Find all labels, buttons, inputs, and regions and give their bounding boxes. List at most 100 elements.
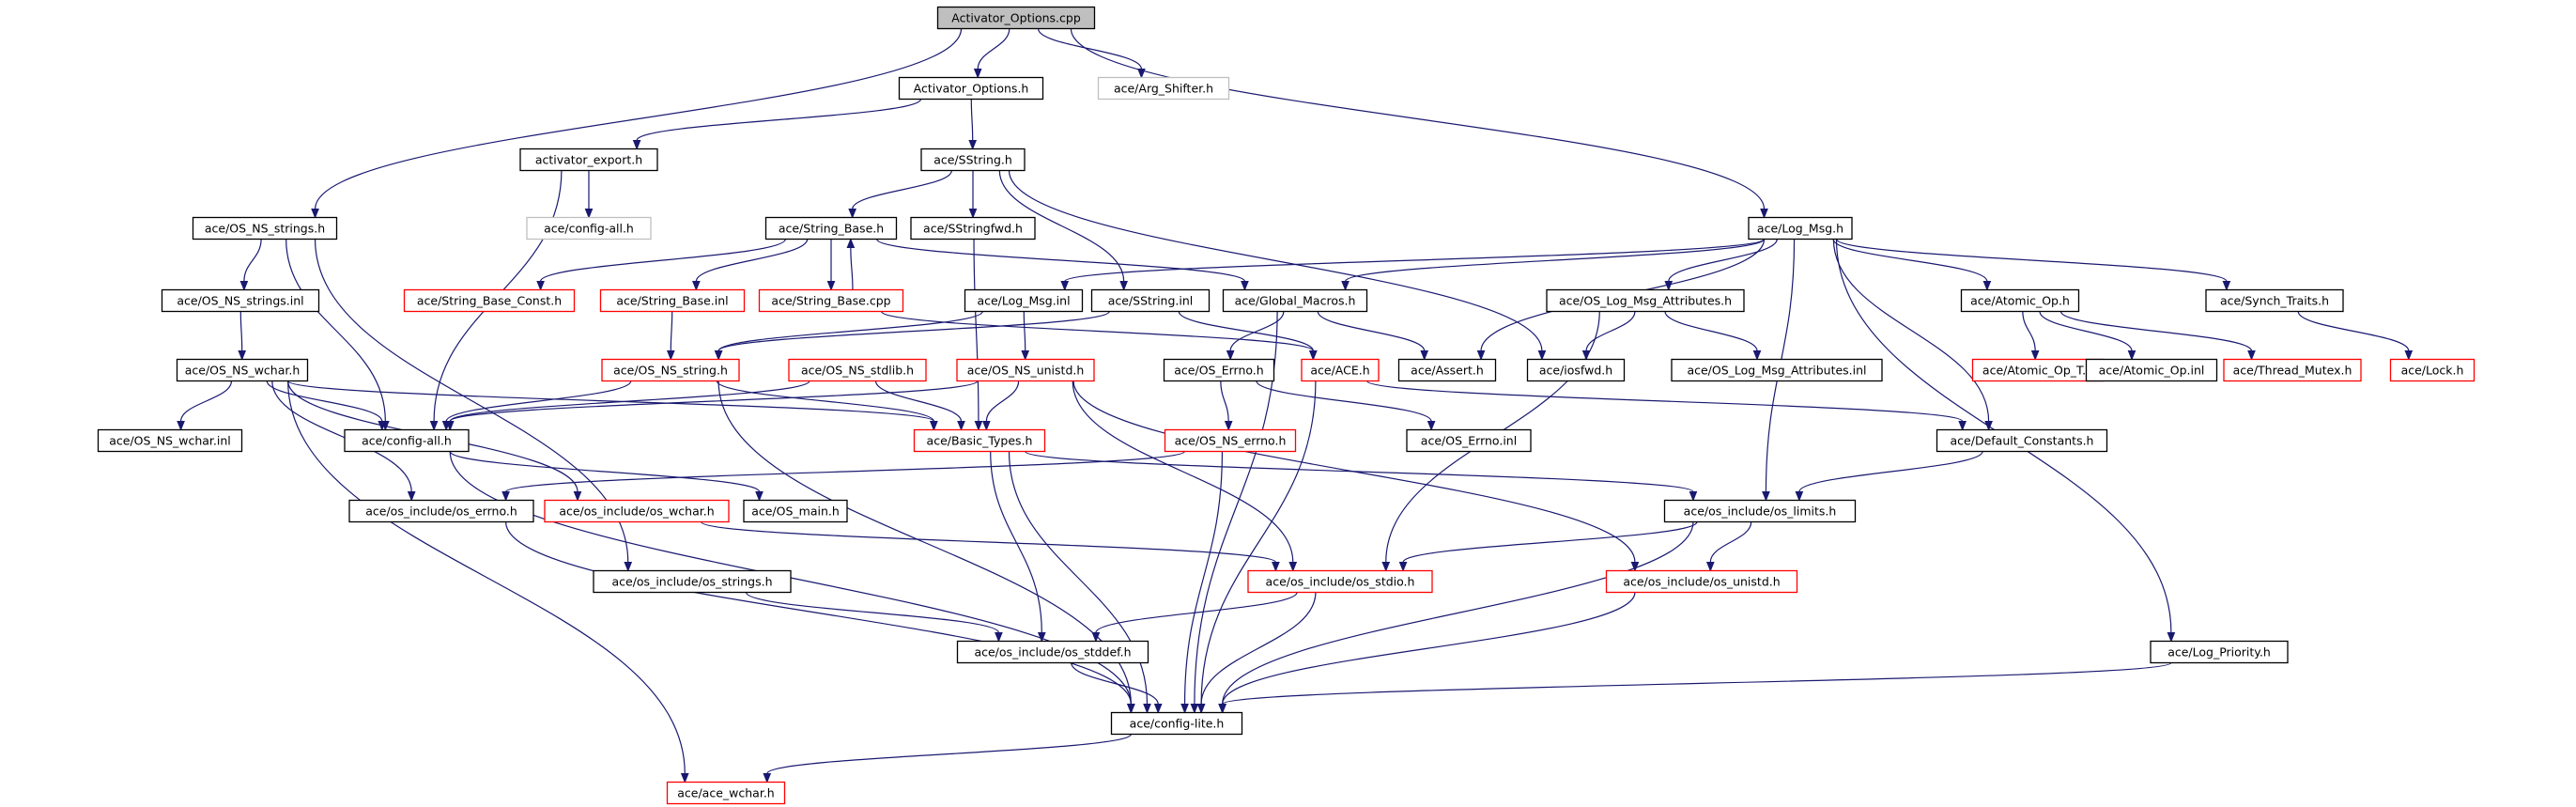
edge-basic_types-to-config_lite — [1008, 451, 1151, 714]
edge-log_msg_h-to-atomic_op_h — [1832, 239, 1992, 291]
node-ace-os-include-os-errno-h[interactable]: ace/os_include/os_errno.h — [348, 499, 534, 523]
arrowhead — [957, 421, 965, 431]
node-ace-os-include-os-limits-h[interactable]: ace/os_include/os_limits.h — [1663, 499, 1857, 523]
node-label: ace/config-all.h — [362, 434, 452, 448]
node-label: ace/os_include/os_wchar.h — [559, 504, 714, 519]
node-ace-log-msg-inl[interactable]: ace/Log_Msg.inl — [964, 288, 1084, 313]
node-activator-options-cpp[interactable]: Activator_Options.cpp — [936, 6, 1096, 30]
node-ace-os-ns-strings-inl[interactable]: ace/OS_NS_strings.inl — [161, 288, 320, 313]
node-ace-ace-h[interactable]: ace/ACE.h — [1301, 358, 1380, 382]
node-ace-os-ns-stdlib-h[interactable]: ace/OS_NS_stdlib.h — [788, 358, 927, 382]
node-ace-os-log-msg-attributes-inl[interactable]: ace/OS_Log_Msg_Attributes.inl — [1671, 358, 1883, 382]
node-ace-os-main-h[interactable]: ace/OS_main.h — [743, 499, 848, 523]
edge-activator_options_h-to-activator_export — [632, 98, 922, 150]
node-label: ace/Log_Msg.h — [1757, 222, 1843, 236]
arrowhead — [1630, 562, 1640, 572]
arrowhead — [755, 491, 764, 502]
arrowhead — [1420, 350, 1429, 361]
node-ace-atomic-op-h[interactable]: ace/Atomic_Op.h — [1960, 288, 2080, 313]
edge-os_ns_unistd-to-os_include_stdio — [1072, 380, 1298, 572]
edge-line — [314, 28, 963, 210]
node-ace-os-errno-h[interactable]: ace/OS_Errno.h — [1163, 358, 1275, 382]
edge-global_macros-to-os_errno_h — [1226, 311, 1285, 361]
node-ace-os-log-msg-attributes-h[interactable]: ace/OS_Log_Msg_Attributes.h — [1546, 288, 1745, 313]
node-ace-os-include-os-stddef-h[interactable]: ace/os_include/os_stddef.h — [956, 640, 1149, 664]
node-label: ace/OS_NS_string.h — [613, 364, 728, 378]
node-box — [1222, 288, 1368, 313]
edge-ace_h-to-default_constants — [1366, 380, 1967, 431]
arrowhead — [1060, 281, 1070, 291]
node-ace-os-include-os-stdio-h[interactable]: ace/os_include/os_stdio.h — [1247, 569, 1433, 594]
edge-activator_export-to-config_all_grey — [584, 170, 594, 219]
node-ace-os-include-os-unistd-h[interactable]: ace/os_include/os_unistd.h — [1605, 569, 1798, 594]
node-box — [1397, 358, 1497, 382]
node-ace-assert-h[interactable]: ace/Assert.h — [1397, 358, 1497, 382]
arrowhead — [1664, 281, 1674, 291]
arrowhead — [1241, 281, 1249, 291]
node-ace-config-all-h[interactable]: ace/config-all.h — [344, 428, 470, 453]
node-ace-atomic-op-inl[interactable]: ace/Atomic_Op.inl — [2085, 358, 2218, 382]
node-ace-sstringfwd-h[interactable]: ace/SStringfwd.h — [910, 216, 1036, 241]
arrowhead — [1021, 350, 1030, 361]
edge-line — [449, 380, 979, 423]
node-ace-log-priority-h[interactable]: ace/Log_Priority.h — [2150, 640, 2289, 664]
node-ace-log-msg-h[interactable]: ace/Log_Msg.h — [1748, 216, 1853, 241]
node-ace-os-ns-errno-h[interactable]: ace/OS_NS_errno.h — [1164, 428, 1297, 453]
arrowhead — [968, 140, 978, 150]
node-ace-ace-wchar-h[interactable]: ace/ace_wchar.h — [666, 781, 786, 805]
node-ace-iosfwd-h[interactable]: ace/iosfwd.h — [1526, 358, 1626, 382]
node-ace-string-base-inl[interactable]: ace/String_Base.inl — [599, 288, 746, 313]
node-ace-string-base-cpp[interactable]: ace/String_Base.cpp — [758, 288, 904, 313]
node-ace-basic-types-h[interactable]: ace/Basic_Types.h — [913, 428, 1046, 453]
node-ace-synch-traits-h[interactable]: ace/Synch_Traits.h — [2205, 288, 2344, 313]
node-ace-sstring-inl[interactable]: ace/SString.inl — [1090, 288, 1211, 313]
node-ace-os-ns-strings-h[interactable]: ace/OS_NS_strings.h — [192, 216, 338, 241]
arrowhead — [311, 209, 319, 219]
arrowhead — [177, 421, 185, 431]
node-ace-default-constants-h[interactable]: ace/Default_Constants.h — [1936, 428, 2108, 453]
arrowhead — [1143, 704, 1151, 714]
edge-root-to-log_msg_h — [1070, 28, 1768, 219]
node-box — [2389, 358, 2476, 382]
edge-os_ns_string_h-to-basic_types — [716, 380, 938, 431]
node-ace-string-base-const-h[interactable]: ace/String_Base_Const.h — [403, 288, 576, 313]
node-box — [97, 428, 243, 453]
node-ace-os-errno-inl[interactable]: ace/OS_Errno.inl — [1406, 428, 1532, 453]
node-label: ace/SString.h — [933, 153, 1012, 167]
node-ace-config-lite-h[interactable]: ace/config-lite.h — [1110, 711, 1243, 736]
edge-line — [2022, 311, 2036, 351]
node-ace-string-base-h[interactable]: ace/String_Base.h — [764, 216, 898, 241]
node-ace-sstring-h[interactable]: ace/SString.h — [920, 147, 1026, 172]
edge-line — [287, 380, 686, 774]
node-ace-global-macros-h[interactable]: ace/Global_Macros.h — [1222, 288, 1368, 313]
node-ace-os-ns-string-h[interactable]: ace/OS_NS_string.h — [601, 358, 740, 382]
node-ace-os-ns-wchar-h[interactable]: ace/OS_NS_wchar.h — [176, 358, 309, 382]
arrowhead — [536, 281, 545, 291]
node-ace-thread-mutex-h[interactable]: ace/Thread_Mutex.h — [2223, 358, 2362, 382]
node-box — [1406, 428, 1532, 453]
node-ace-os-include-os-wchar-h[interactable]: ace/os_include/os_wchar.h — [544, 499, 730, 523]
node-box — [1247, 569, 1433, 594]
arrowhead — [973, 69, 982, 79]
node-box — [1301, 358, 1380, 382]
edge-line — [973, 239, 979, 422]
node-ace-os-ns-unistd-h[interactable]: ace/OS_NS_unistd.h — [956, 358, 1095, 382]
edge-os_ns_unistd-to-config_all — [445, 380, 979, 431]
edge-atomic_op_h-to-atomic_op_inl — [2039, 311, 2136, 361]
edge-os_include_stddef-to-config_lite — [1071, 662, 1163, 714]
node-ace-os-ns-wchar-inl[interactable]: ace/OS_NS_wchar.inl — [97, 428, 243, 453]
node-ace-atomic-op-t-h[interactable]: ace/Atomic_Op_T.h — [1971, 358, 2105, 382]
arrowhead — [848, 209, 856, 219]
node-activator-options-h[interactable]: Activator_Options.h — [898, 76, 1044, 101]
edge-line — [1183, 451, 1224, 705]
node-label: ace/SStringfwd.h — [923, 222, 1023, 236]
node-box — [666, 781, 786, 805]
node-ace-lock-h[interactable]: ace/Lock.h — [2389, 358, 2476, 382]
edge-line — [1023, 311, 1026, 351]
edge-root-to-arg_shifter — [1037, 28, 1146, 79]
arrowhead — [1476, 350, 1486, 361]
node-ace-os-include-os-strings-h[interactable]: ace/os_include/os_strings.h — [593, 569, 792, 594]
node-activator-export-h[interactable]: activator_export.h — [519, 147, 658, 172]
edge-line — [1366, 380, 1964, 423]
